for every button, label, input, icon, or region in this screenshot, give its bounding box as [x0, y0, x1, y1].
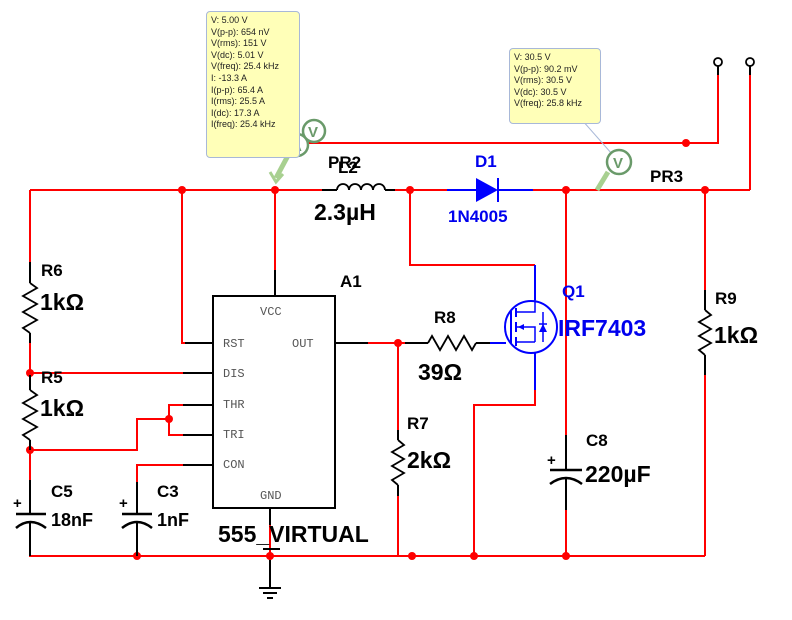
reading: I(rms): 25.5 A [211, 96, 266, 107]
wire-upper-rail[interactable] [300, 75, 719, 144]
c5-plus-sign: + [13, 495, 22, 512]
capacitor-c3[interactable]: + C3 1nF [119, 482, 189, 556]
output-terminal-1[interactable] [713, 57, 723, 75]
r7-ref-label: R7 [407, 414, 429, 433]
r8-ref-label: R8 [434, 308, 456, 327]
reading: I: -13.3 A [211, 72, 248, 83]
reading: V(rms): 151 V [211, 38, 267, 49]
c5-value-label: 18nF [51, 510, 93, 530]
c8-plus-sign: + [547, 452, 556, 469]
junction [271, 186, 279, 194]
junction [266, 552, 274, 560]
r8-value-label: 39Ω [418, 359, 462, 385]
svg-text:V: V [308, 124, 318, 141]
probe-pr2-label: PR2 [328, 153, 361, 172]
reading: V(freq): 25.8 kHz [514, 98, 583, 109]
resistor-r7[interactable]: R7 2kΩ [390, 414, 451, 496]
reading: I(p-p): 65.4 A [211, 84, 264, 95]
r6-value-label: 1kΩ [40, 289, 84, 315]
junction [406, 186, 414, 194]
r9-ref-label: R9 [715, 289, 737, 308]
ground-icon [259, 560, 281, 599]
reading: I(freq): 25.4 kHz [211, 119, 276, 130]
output-terminals [713, 57, 755, 75]
wires [29, 75, 751, 560]
l2-ref-label: L2 [338, 158, 358, 177]
pin-label-gnd: GND [260, 489, 282, 503]
c5-ref-label: C5 [51, 482, 73, 501]
ic-555-a1[interactable]: VCC RST OUT DIS THR TRI CON GND A1 555_V… [183, 270, 369, 550]
wire-rst[interactable] [181, 190, 185, 344]
pin-label-out: OUT [292, 337, 314, 351]
wire-con[interactable] [136, 464, 183, 482]
junction [408, 552, 416, 560]
reading: V(rms): 30.5 V [514, 75, 573, 86]
svg-text:V: V [613, 155, 623, 172]
junction [562, 552, 570, 560]
junction [682, 139, 690, 147]
pin-label-thr: THR [223, 398, 245, 412]
r9-value-label: 1kΩ [714, 322, 758, 348]
junction [470, 552, 478, 560]
probe-pr3[interactable]: V [581, 119, 633, 192]
q1-value-label: IRF7403 [558, 315, 646, 341]
junction [394, 339, 402, 347]
wire-q1-source[interactable] [473, 390, 536, 556]
wire-l2-node-to-q1[interactable] [409, 190, 535, 266]
a1-ref-label: A1 [340, 272, 362, 291]
pin-label-rst: RST [223, 337, 245, 351]
reading: V(dc): 5.01 V [211, 49, 264, 60]
probe-pr3-readings: V: 30.5 V V(p-p): 90.2 mV V(rms): 30.5 V… [509, 48, 601, 124]
probe-pr2-readings: V: 5.00 V V(p-p): 654 nV V(rms): 151 V V… [206, 11, 300, 158]
resistor-r9[interactable]: R9 1kΩ [697, 289, 758, 375]
inductor-l2[interactable]: L2 2.3µH [314, 158, 395, 225]
r7-value-label: 2kΩ [407, 447, 451, 473]
c8-ref-label: C8 [586, 431, 608, 450]
junction [701, 186, 709, 194]
voltmeter-icon: V [301, 118, 327, 144]
capacitor-c5[interactable]: + C5 18nF [13, 480, 93, 556]
junction [26, 369, 34, 377]
pin-label-vcc: VCC [260, 305, 282, 319]
d1-value-label: 1N4005 [448, 207, 508, 226]
reading: V(dc): 30.5 V [514, 86, 567, 97]
mosfet-q1[interactable]: Q1 IRF7403 [504, 265, 646, 390]
d1-ref-label: D1 [475, 152, 497, 171]
capacitor-c8[interactable]: + C8 220µF [547, 431, 651, 510]
r5-value-label: 1kΩ [40, 395, 84, 421]
a1-value-label: 555_VIRTUAL [218, 521, 369, 547]
resistor-r8[interactable]: R8 39Ω [405, 308, 506, 385]
reading: I(dc): 17.3 A [211, 107, 260, 118]
pin-label-tri: TRI [223, 428, 245, 442]
c8-value-label: 220µF [585, 461, 651, 487]
diode-d1[interactable]: D1 1N4005 [447, 152, 533, 226]
l2-value-label: 2.3µH [314, 199, 376, 225]
voltmeter-icon: V [605, 148, 633, 176]
reading: V(freq): 25.4 kHz [211, 61, 280, 72]
r6-ref-label: R6 [41, 261, 63, 280]
c3-value-label: 1nF [157, 510, 189, 530]
c3-plus-sign: + [119, 495, 128, 512]
output-terminal-2[interactable] [745, 57, 755, 75]
pin-label-dis: DIS [223, 367, 245, 381]
wire-thr-tri-to-r5[interactable] [30, 418, 169, 451]
reading: V: 5.00 V [211, 15, 248, 25]
r5-ref-label: R5 [41, 368, 63, 387]
probe-pr3-label: PR3 [650, 167, 683, 186]
reading: V(p-p): 90.2 mV [514, 63, 578, 74]
reading: V(p-p): 654 nV [211, 26, 270, 37]
reading: V: 30.5 V [514, 52, 551, 62]
pin-label-con: CON [223, 458, 245, 472]
junction [178, 186, 186, 194]
q1-ref-label: Q1 [562, 282, 585, 301]
junction [165, 415, 173, 423]
resistor-r5[interactable]: R5 1kΩ [21, 368, 84, 450]
resistor-r6[interactable]: R6 1kΩ [21, 261, 84, 343]
c3-ref-label: C3 [157, 482, 179, 501]
junction [562, 186, 570, 194]
